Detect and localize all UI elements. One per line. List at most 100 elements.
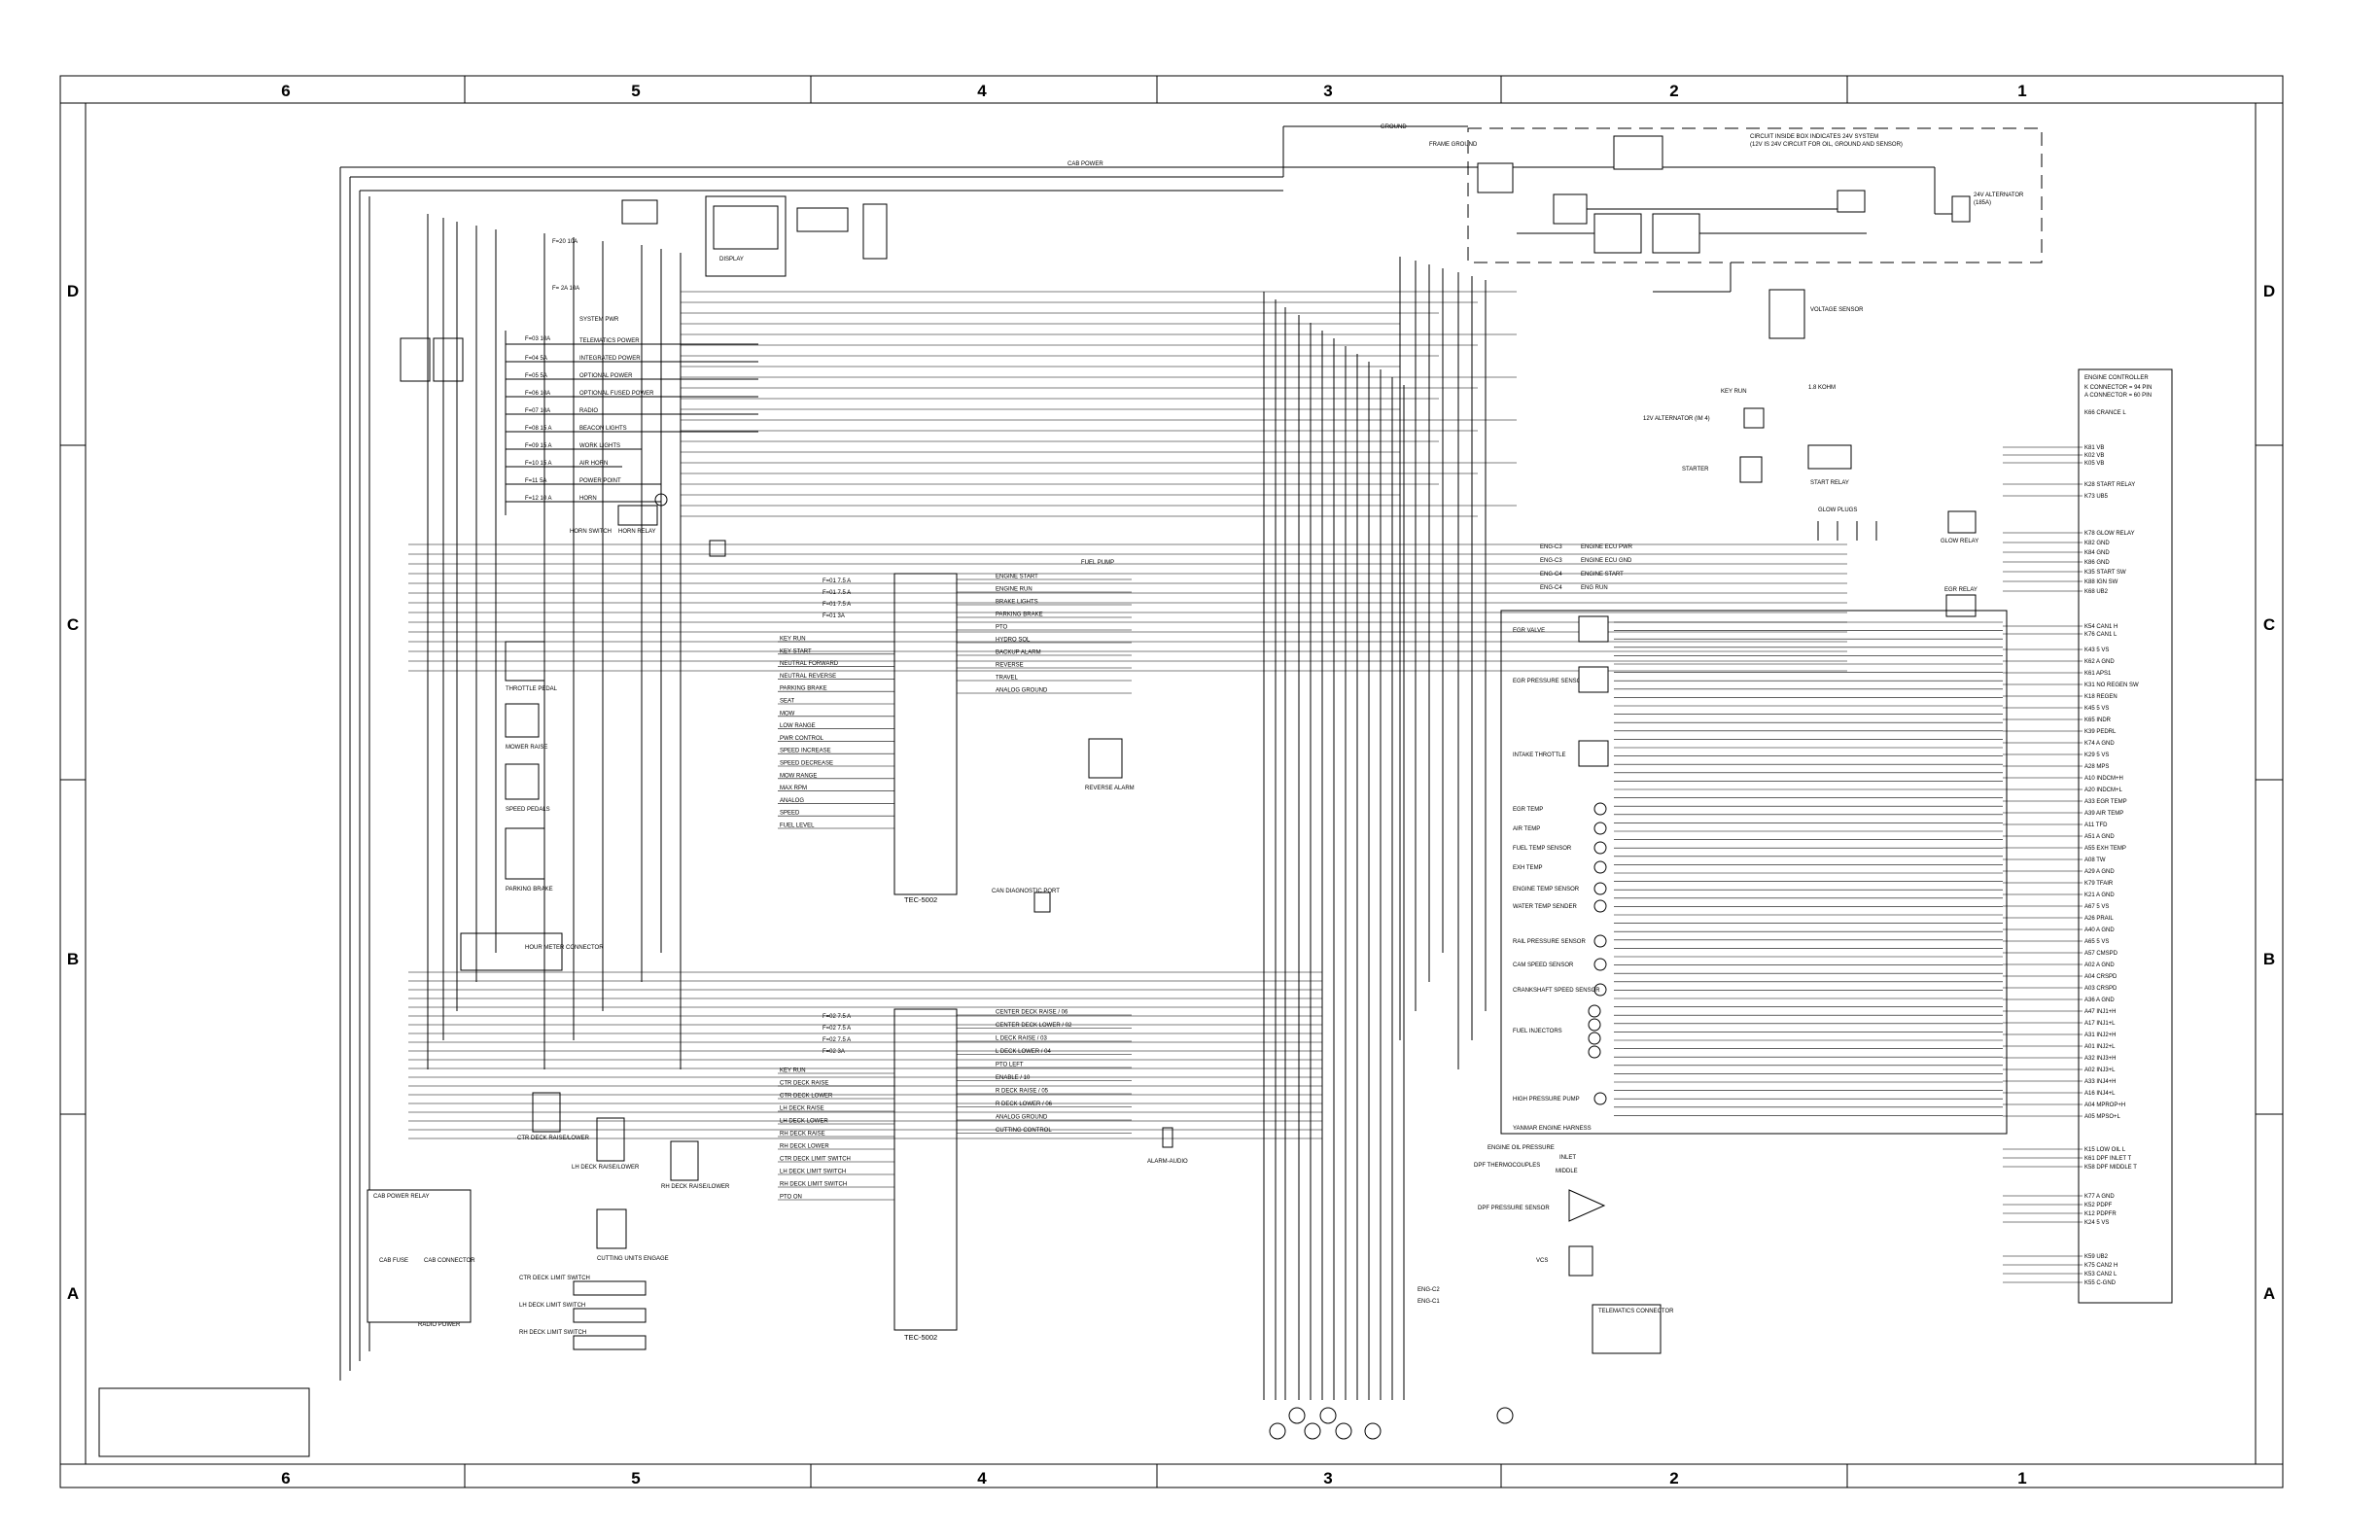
sensor-icon	[1593, 983, 1607, 997]
svg-text:OPTIONAL FUSED POWER: OPTIONAL FUSED POWER	[579, 391, 654, 397]
row-label: A	[2263, 1284, 2275, 1303]
pin-label: A40 A GND	[2084, 928, 2115, 933]
svg-text:TELEMATICS POWER: TELEMATICS POWER	[579, 338, 640, 344]
cab-relay-2	[433, 337, 464, 382]
sensor-label: RAIL PRESSURE SENSOR	[1513, 939, 1586, 945]
pin-label: PARKING BRAKE	[996, 612, 1043, 618]
svg-text:ENG-C2: ENG-C2	[1418, 1287, 1440, 1293]
injector-icon	[1588, 1004, 1601, 1018]
pin-label: K54 CAN1 H	[2084, 624, 2118, 630]
col-label: 2	[1669, 82, 1678, 100]
top-bus-wires	[339, 125, 1954, 1381]
pin-label: K74 A GND	[2084, 741, 2115, 747]
ground-icon	[1364, 1422, 1382, 1440]
pin-label: CTR DECK LOWER	[780, 1094, 833, 1100]
svg-text:POWER POINT: POWER POINT	[579, 478, 621, 484]
pin-label: K59 UB2	[2084, 1254, 2109, 1260]
pin-label: A65 5 VS	[2084, 939, 2109, 945]
row-labels-left: D C B A	[67, 282, 79, 1303]
pin-label: KEY RUN	[780, 637, 806, 643]
left-components: THROTTLE PEDAL MOWER RAISE SPEED PEDALS …	[367, 641, 730, 1350]
svg-text:WORK LIGHTS: WORK LIGHTS	[579, 443, 620, 449]
pin-label: K62 A GND	[2084, 659, 2115, 665]
svg-text:INTEGRATED POWER: INTEGRATED POWER	[579, 356, 641, 362]
sensor-body	[1578, 666, 1609, 693]
pin-label: CUTTING CONTROL	[996, 1128, 1052, 1134]
svg-text:RADIO: RADIO	[579, 408, 598, 414]
row-label: D	[67, 282, 79, 300]
row-label: C	[67, 615, 79, 634]
svg-text:ENGINE ECU PWR: ENGINE ECU PWR	[1581, 544, 1633, 550]
pin-label: ANALOG GROUND	[996, 688, 1048, 694]
svg-text:LH DECK LIMIT SWITCH: LH DECK LIMIT SWITCH	[519, 1303, 585, 1309]
svg-text:F=07 10A: F=07 10A	[525, 408, 550, 414]
injector-icon	[1588, 1032, 1601, 1045]
svg-text:F=11 5A: F=11 5A	[525, 478, 546, 484]
svg-text:RH DECK LIMIT SWITCH: RH DECK LIMIT SWITCH	[519, 1330, 586, 1336]
row-label: C	[2263, 615, 2275, 634]
svg-text:CAB POWER RELAY: CAB POWER RELAY	[373, 1194, 430, 1200]
pin-label: K61 DPF INLET T	[2084, 1156, 2131, 1162]
sensor-label: EGR PRESSURE SENSOR	[1513, 679, 1586, 684]
svg-text:CUTTING UNITS ENGAGE: CUTTING UNITS ENGAGE	[597, 1256, 669, 1262]
pin-label: A29 A GND	[2084, 869, 2115, 875]
pin-label: A01 INJ2+L	[2084, 1044, 2116, 1050]
pin-label: K68 UB2	[2084, 589, 2109, 595]
svg-text:F=01 7.5 A: F=01 7.5 A	[822, 602, 851, 608]
pin-label: K29 5 VS	[2084, 752, 2109, 758]
sensor-label: HIGH PRESSURE PUMP	[1513, 1097, 1580, 1102]
pin-label: RH DECK RAISE	[780, 1132, 825, 1138]
pin-label: A16 INJ4+L	[2084, 1091, 2116, 1097]
column-dividers	[60, 76, 2283, 1488]
pin-label: K79 TFAIR	[2084, 881, 2114, 887]
pin-label: K76 CAN1 L	[2084, 632, 2118, 638]
svg-text:ENG-C3: ENG-C3	[1540, 544, 1562, 550]
pin-label: A32 INJ3+H	[2084, 1056, 2117, 1062]
ground-icon	[1269, 1422, 1286, 1440]
col-label: 1	[2017, 82, 2026, 100]
svg-text:CTR DECK LIMIT SWITCH: CTR DECK LIMIT SWITCH	[519, 1276, 590, 1281]
ground-label: GROUND	[1381, 124, 1407, 130]
pin-label: L DECK LOWER / 04	[996, 1049, 1051, 1055]
pin-label: LH DECK RAISE	[780, 1106, 824, 1112]
pin-label: MOW RANGE	[780, 773, 817, 779]
svg-text:F=10 15 A: F=10 15 A	[525, 461, 552, 467]
svg-text:EGR RELAY: EGR RELAY	[1944, 587, 1978, 593]
cab-power-label: CAB POWER	[1068, 161, 1103, 167]
pin-label: A39 AIR TEMP	[2084, 811, 2123, 817]
svg-text:F=20 10A: F=20 10A	[552, 239, 578, 245]
svg-text:TELEMATICS CONNECTOR: TELEMATICS CONNECTOR	[1598, 1309, 1674, 1314]
pin-label: A10 INDCM+H	[2084, 776, 2123, 782]
starter-motor	[1739, 456, 1763, 483]
ground-icon	[1304, 1422, 1321, 1440]
svg-text:HORN SWITCH: HORN SWITCH	[570, 529, 612, 535]
pin-label: A31 INJ2+H	[2084, 1032, 2117, 1038]
tec-lower-title: TEC-5002	[904, 1333, 937, 1342]
pin-label: REVERSE	[996, 663, 1024, 669]
svg-text:SPEED PEDALS: SPEED PEDALS	[506, 807, 550, 813]
pin-label: K31 NO REGEN SW	[2084, 682, 2139, 688]
alternator12	[1743, 407, 1765, 429]
svg-text:F=12 10 A: F=12 10 A	[525, 496, 552, 502]
svg-text:F=04 5A: F=04 5A	[525, 356, 547, 362]
column-labels-top: 6 5 4 3 2 1	[281, 82, 2026, 100]
24v-alternator: 24V ALTERNATOR (185A)	[1951, 192, 2024, 223]
col-label: 4	[977, 1469, 987, 1488]
svg-text:THROTTLE PEDAL: THROTTLE PEDAL	[506, 686, 558, 692]
pin-label: K53 CAN2 L	[2084, 1272, 2118, 1278]
pin-label: A28 MPS	[2084, 764, 2109, 770]
svg-text:12V ALTERNATOR (IM 4): 12V ALTERNATOR (IM 4)	[1643, 416, 1710, 422]
row-label: B	[2263, 950, 2275, 968]
pin-label: K18 REGEN	[2084, 694, 2118, 700]
ground-icon	[1288, 1407, 1306, 1424]
pin-label: A02 A GND	[2084, 962, 2115, 968]
row-label: D	[2263, 282, 2275, 300]
svg-text:A CONNECTOR = 60 PIN: A CONNECTOR = 60 PIN	[2084, 393, 2152, 399]
pin-label: A26 PRAIL	[2084, 916, 2114, 922]
pin-label: K77 A GND	[2084, 1194, 2115, 1200]
ground-icon	[1496, 1407, 1514, 1424]
